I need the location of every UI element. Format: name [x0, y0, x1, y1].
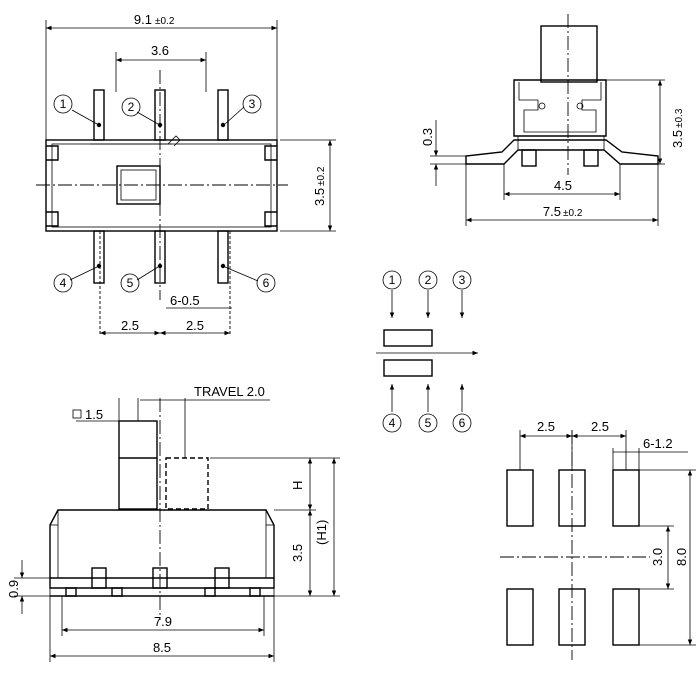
schem-pin-4: 4	[389, 416, 396, 430]
side-actuator	[540, 25, 598, 83]
dim-h1: (H1)	[314, 520, 329, 545]
fp-dim-row-gap: 3.0	[650, 548, 665, 566]
dim-lead-offset: 0.3	[420, 128, 435, 146]
pin-label-1: 1	[60, 97, 67, 111]
dim-pin-span: 3.6	[151, 43, 169, 58]
schem-pin-1: 1	[389, 273, 396, 287]
pcb-footprint: 2.5 2.5 6-1.2 3.0 8.0	[500, 419, 696, 660]
dim-pitch-right: 2.5	[186, 318, 204, 333]
fp-dim-total: 8.0	[674, 548, 689, 566]
side-dim-height-tol: ±0.3	[674, 108, 685, 128]
side-dim-outer: 7.5	[543, 204, 561, 219]
dim-actuator: 1.5	[85, 407, 103, 422]
pin-4-lead	[93, 230, 105, 284]
dim-height-tol: ±0.2	[316, 166, 327, 186]
front-view: 1.5 TRAVEL 2.0 0.9 H 3.5	[6, 384, 340, 662]
side-view: 0.3 3.5 ±0.3 4.5 7.5 ±0.2	[420, 14, 685, 226]
pin-label-5: 5	[127, 276, 134, 290]
schem-pin-3: 3	[459, 273, 466, 287]
switch-body	[45, 139, 278, 232]
pin-6-lead	[217, 230, 229, 284]
footprint-pad	[612, 469, 640, 527]
front-actuator	[118, 420, 158, 510]
schematic: 1 2 3 4 5 6	[376, 270, 478, 433]
schem-contact-lower	[383, 359, 433, 377]
schem-contact-upper	[383, 329, 433, 347]
pin-label-3: 3	[249, 97, 256, 111]
fp-dim-pitch-right: 2.5	[591, 419, 609, 434]
schem-pin-2: 2	[425, 273, 432, 287]
side-dim-outer-tol: ±0.2	[563, 208, 583, 219]
pin-label-6: 6	[263, 276, 270, 290]
side-body	[513, 79, 607, 137]
footprint-pad	[612, 588, 640, 646]
pin-3-lead	[217, 89, 229, 141]
travel-label: TRAVEL 2.0	[194, 384, 265, 399]
front-actuator-travel	[165, 457, 209, 510]
side-dim-inner: 4.5	[554, 178, 572, 193]
dim-pad-span: 7.9	[154, 614, 172, 629]
side-dim-height: 3.5	[670, 130, 685, 148]
dim-overall-width: 9.1	[134, 12, 152, 27]
dim-overall-width-tol: ±0.2	[155, 16, 175, 27]
pin-label-2: 2	[128, 100, 135, 114]
pin-label-4: 4	[60, 276, 67, 290]
fp-dim-pitch-left: 2.5	[537, 419, 555, 434]
dim-pin-width: 6-0.5	[170, 293, 200, 308]
dim-body-height: 3.5	[290, 544, 305, 562]
footprint-pad	[506, 469, 534, 527]
schem-pin-6: 6	[459, 416, 466, 430]
dim-height: 3.5	[312, 188, 327, 206]
dim-h: H	[290, 481, 305, 490]
dim-pitch-left: 2.5	[121, 318, 139, 333]
dim-standoff: 0.9	[6, 580, 21, 598]
side-leads	[465, 139, 659, 165]
footprint-pad	[506, 588, 534, 646]
fp-dim-pad: 6-1.2	[643, 436, 673, 451]
top-view: 1 2 3 4 5 6 9.1 ±0.2 3.6 3.5 ±0.2 6-0.5 …	[36, 12, 336, 336]
pin-1-lead	[93, 89, 105, 141]
dim-body-width: 8.5	[153, 640, 171, 655]
schem-pin-5: 5	[425, 416, 432, 430]
